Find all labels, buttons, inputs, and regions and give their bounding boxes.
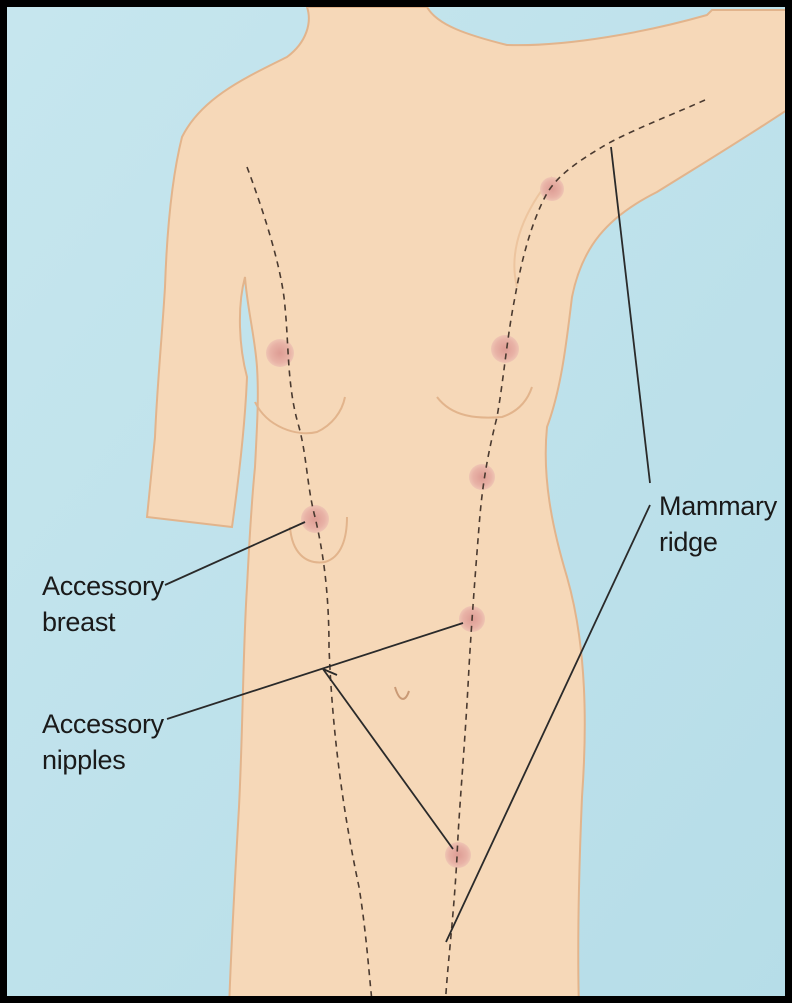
label-accessory-nipples: Accessory nipples	[42, 706, 164, 778]
label-accessory-breast-line2: breast	[42, 604, 164, 640]
label-accessory-breast: Accessory breast	[42, 568, 164, 640]
label-mammary-ridge: Mammary ridge	[659, 488, 777, 560]
label-accessory-nipples-line2: nipples	[42, 742, 164, 778]
label-mammary-ridge-line2: ridge	[659, 524, 777, 560]
label-mammary-ridge-line1: Mammary	[659, 488, 777, 524]
label-accessory-nipples-line1: Accessory	[42, 706, 164, 742]
left-nipple	[266, 339, 294, 367]
axillary-nipple	[540, 177, 564, 201]
accessory-breast-nipple	[301, 505, 329, 533]
label-accessory-breast-line1: Accessory	[42, 568, 164, 604]
accessory-nipple-1	[469, 464, 495, 490]
